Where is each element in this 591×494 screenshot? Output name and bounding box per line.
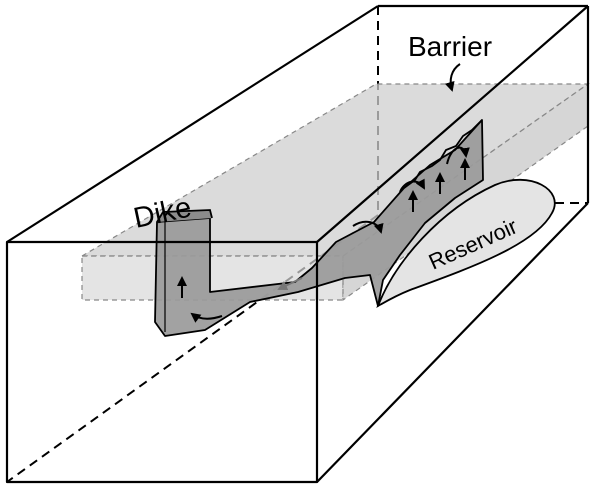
flow-arrow-icon xyxy=(446,146,470,165)
box-front-face xyxy=(5,240,319,484)
flow-arrow-icon xyxy=(352,220,384,234)
dike xyxy=(154,119,484,337)
barrier-label: Barrier xyxy=(408,31,492,62)
dike-edge-highlight xyxy=(156,209,213,223)
box-outline xyxy=(5,4,590,484)
flow-arrow-icon xyxy=(399,178,425,193)
flow-arrows xyxy=(177,146,470,323)
flow-arrow-icon xyxy=(277,277,303,291)
dike-ragged-top xyxy=(403,119,483,189)
flow-arrow-icon xyxy=(190,312,223,323)
box-bottom-right-edge xyxy=(316,202,589,483)
reservoir xyxy=(376,178,556,309)
label-pointer-arrow-icon xyxy=(444,63,461,92)
reservoir-body xyxy=(376,178,556,309)
box-top-right-edge xyxy=(316,5,589,243)
dike-sheet xyxy=(154,119,484,337)
box-top-left-edge xyxy=(6,5,379,243)
